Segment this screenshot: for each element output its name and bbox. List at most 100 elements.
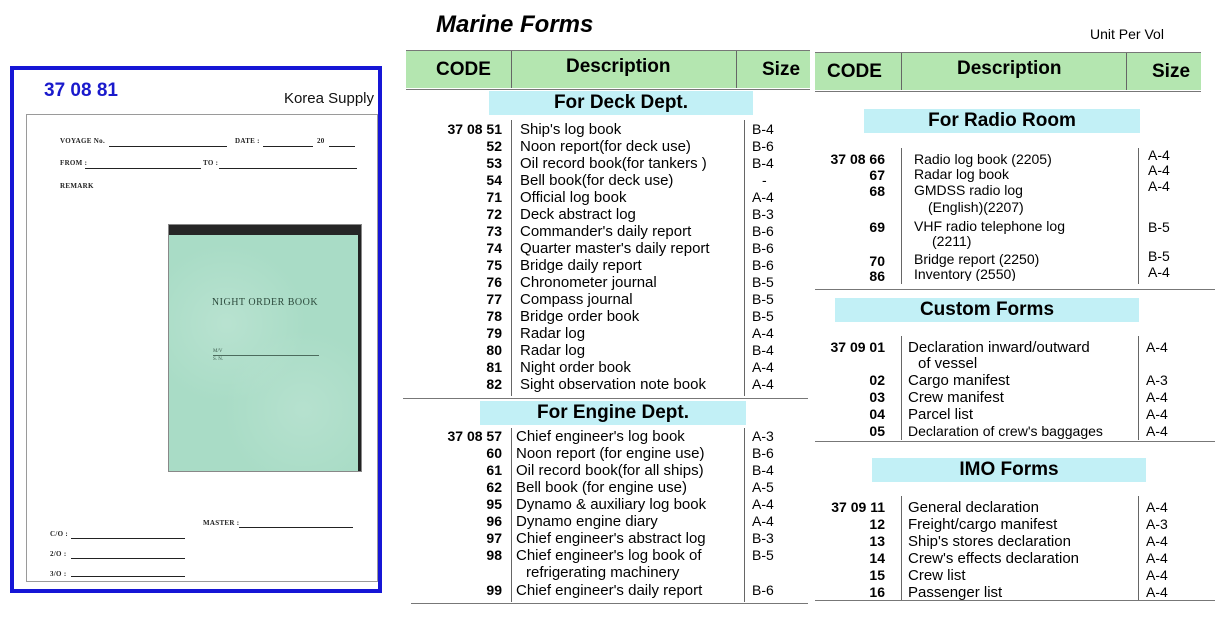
table-row-size: A-4 bbox=[1146, 389, 1168, 405]
left-header-bottom-rule bbox=[406, 89, 810, 90]
left-header-top-rule bbox=[406, 50, 810, 51]
table-row-description: VHF radio telephone log bbox=[914, 218, 1065, 234]
table-row-size: B-4 bbox=[752, 155, 774, 171]
table-row-description: Dynamo & auxiliary log book bbox=[516, 496, 707, 513]
page-title: Marine Forms bbox=[436, 11, 594, 38]
book-title: NIGHT ORDER BOOK bbox=[211, 297, 319, 308]
right-table-header: CODE Description Size bbox=[815, 52, 1201, 90]
table-row-description-continued: (2211) bbox=[932, 233, 972, 249]
table-row-size: A-4 bbox=[1148, 264, 1170, 280]
table-row-code: 62 bbox=[486, 479, 502, 495]
table-row-description: Radar log bbox=[520, 342, 586, 359]
two-o-line bbox=[71, 558, 185, 559]
table-row-size: A-4 bbox=[1146, 584, 1168, 600]
right-header-bottom-rule bbox=[815, 91, 1201, 92]
table-row-size: A-4 bbox=[1146, 423, 1168, 439]
table-row-description: Chronometer journal bbox=[520, 274, 657, 291]
radio-bottom-rule bbox=[815, 289, 1215, 290]
table-row-size: A-4 bbox=[1146, 499, 1168, 515]
table-row-code: 54 bbox=[486, 172, 502, 188]
table-row-code: 75 bbox=[486, 257, 502, 273]
unit-label: Unit Per Vol bbox=[1090, 26, 1164, 42]
deck-col-divider-1 bbox=[511, 120, 512, 396]
table-row-code: 97 bbox=[486, 530, 502, 546]
table-row-size: B-3 bbox=[752, 206, 774, 222]
book-line-label-1: M/V bbox=[213, 349, 223, 354]
left-header-divider-2 bbox=[736, 50, 737, 88]
table-row-code: 12 bbox=[869, 516, 885, 532]
voyage-line bbox=[109, 146, 227, 147]
table-row-code: 78 bbox=[486, 308, 502, 324]
product-panel: 37 08 81 Korea Supply VOYAGE No. DATE : … bbox=[10, 66, 382, 593]
right-header-top-rule bbox=[815, 52, 1201, 53]
year-label: 20 bbox=[317, 137, 325, 145]
table-row-description: Crew manifest bbox=[908, 389, 1004, 406]
to-line bbox=[219, 168, 357, 169]
custom-col-divider-2 bbox=[1138, 336, 1139, 440]
table-row-size: B-6 bbox=[752, 445, 774, 461]
table-row-code: 53 bbox=[486, 155, 502, 171]
table-row-code: 99 bbox=[486, 582, 502, 598]
book-line-label-2: S. N. bbox=[213, 357, 224, 362]
form-sheet-preview: VOYAGE No. DATE : 20 FROM : TO : REMARK … bbox=[26, 114, 378, 582]
c-o-label: C/O : bbox=[50, 530, 69, 538]
date-line bbox=[263, 146, 313, 147]
table-row-size: B-3 bbox=[752, 530, 774, 546]
book-line-1 bbox=[213, 355, 319, 356]
table-row-description: Bell book(for deck use) bbox=[520, 172, 674, 189]
engine-col-divider-1 bbox=[511, 428, 512, 602]
table-row-code: 72 bbox=[486, 206, 502, 222]
night-order-book-cover: NIGHT ORDER BOOK M/V S. N. bbox=[169, 225, 361, 471]
table-row-code: 86 bbox=[869, 268, 885, 284]
custom-bottom-rule bbox=[815, 441, 1215, 442]
left-description-header: Description bbox=[566, 56, 671, 77]
table-row-size: B-5 bbox=[1148, 248, 1170, 264]
table-row-size: A-4 bbox=[1148, 147, 1170, 163]
table-row-code: 37 08 51 bbox=[447, 121, 503, 137]
table-row-code: 96 bbox=[486, 513, 502, 529]
table-row-description: Compass journal bbox=[520, 291, 633, 308]
table-row-size: B-6 bbox=[752, 582, 774, 598]
table-row-code: 60 bbox=[486, 445, 502, 461]
table-row-size: B-5 bbox=[752, 291, 774, 307]
radio-section-title: For Radio Room bbox=[864, 109, 1140, 133]
table-row-size: A-4 bbox=[1146, 339, 1168, 355]
c-o-line bbox=[71, 538, 185, 539]
custom-col-divider-1 bbox=[901, 336, 902, 440]
table-row-code: 69 bbox=[869, 219, 885, 235]
table-row-code: 76 bbox=[486, 274, 502, 290]
remark-label: REMARK bbox=[60, 182, 94, 190]
book-top-edge bbox=[169, 225, 361, 235]
date-label: DATE : bbox=[235, 137, 260, 145]
engine-col-divider-2 bbox=[744, 428, 745, 602]
table-row-code: 81 bbox=[486, 359, 502, 375]
table-row-description: Freight/cargo manifest bbox=[908, 516, 1058, 533]
table-row-size: A-4 bbox=[752, 189, 774, 205]
table-row-code: 02 bbox=[869, 372, 885, 388]
table-row-description: Bridge order book bbox=[520, 308, 640, 325]
table-row-size: - bbox=[762, 172, 767, 188]
table-row-code: 61 bbox=[486, 462, 502, 478]
three-o-line bbox=[71, 576, 185, 577]
table-row-code: 16 bbox=[869, 584, 885, 600]
table-row-code: 95 bbox=[486, 496, 502, 512]
table-row-code: 14 bbox=[869, 550, 885, 566]
table-row-size: A-4 bbox=[1146, 567, 1168, 583]
table-row-code: 74 bbox=[486, 240, 502, 256]
table-row-description: Chief engineer's daily report bbox=[516, 582, 703, 599]
table-row-code: 68 bbox=[869, 183, 885, 199]
table-row-description: Ship's log book bbox=[520, 121, 622, 138]
right-code-header: CODE bbox=[827, 61, 882, 82]
table-row-code: 37 08 57 bbox=[447, 428, 503, 444]
product-code: 37 08 81 bbox=[44, 80, 118, 101]
table-row-description: Cargo manifest bbox=[908, 372, 1010, 389]
table-row-size: B-6 bbox=[752, 257, 774, 273]
table-row-description: Declaration of crew's baggages bbox=[908, 423, 1103, 439]
table-row-size: A-4 bbox=[752, 325, 774, 341]
table-row-description: General declaration bbox=[908, 499, 1039, 516]
table-row-description: Oil record book(for all ships) bbox=[516, 462, 704, 479]
three-o-label: 3/O : bbox=[50, 570, 67, 578]
supplier-name: Korea Supply bbox=[283, 90, 374, 107]
table-row-description: Crew list bbox=[908, 567, 966, 584]
table-row-description: Deck abstract log bbox=[520, 206, 636, 223]
